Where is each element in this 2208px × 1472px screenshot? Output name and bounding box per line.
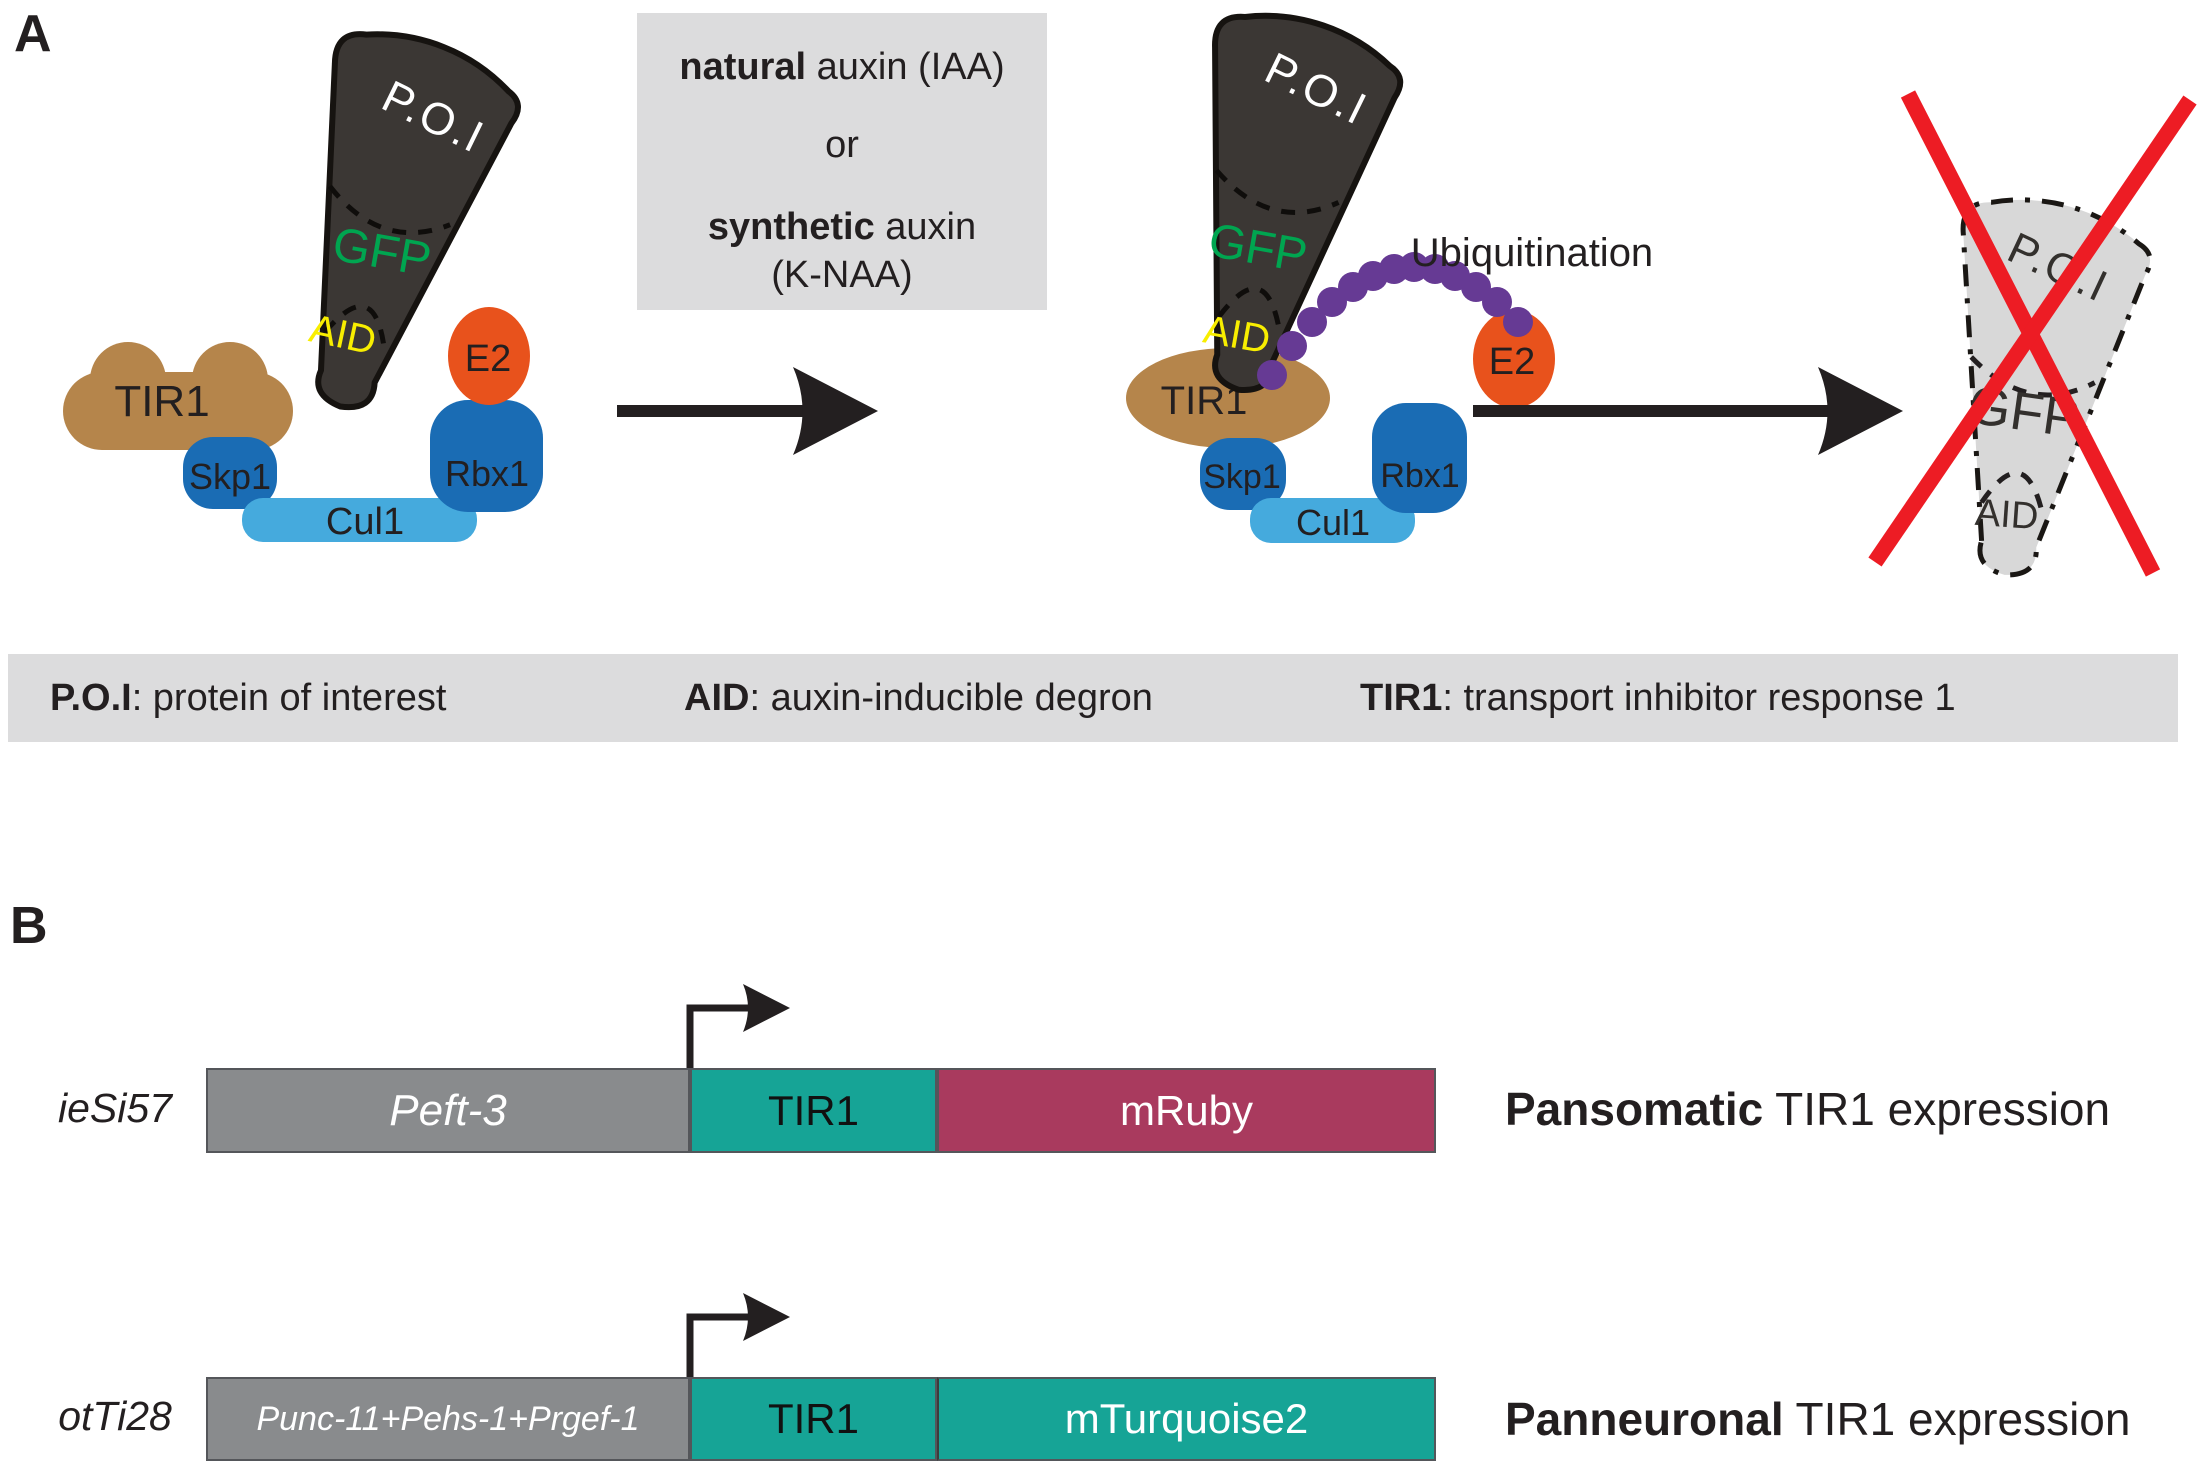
promoter-arrow-icon — [686, 1293, 790, 1377]
e2-enzyme — [448, 307, 530, 405]
rbx1-blob — [430, 400, 543, 512]
aid-boundary-dashed — [1217, 286, 1282, 332]
construct-bar-iesi57: Peft-3 TIR1 mRuby — [206, 1068, 1436, 1153]
tir1-gene-segment: TIR1 — [690, 1377, 937, 1461]
panel-b-label: B — [10, 897, 48, 955]
legend-entry-aid: AID: auxin-inducible degron — [684, 677, 1153, 719]
scf-complex-bound: TIR1 Skp1 Cul1 Rbx1 E2 P.O.I GFP AID — [1126, 3, 1653, 543]
expression-desc-panneuronal: Panneuronal TIR1 expression — [1505, 1393, 2131, 1445]
poi-cone — [248, 19, 529, 431]
degraded-protein: P.O.I GFP AID — [1868, 90, 2197, 590]
e2-enzyme — [1473, 310, 1555, 408]
cul1-bar — [1250, 498, 1415, 543]
reporter-segment: mRuby — [937, 1068, 1436, 1153]
promoter-segment: Peft-3 — [206, 1068, 690, 1153]
rbx1-blob — [1372, 403, 1467, 513]
cul1-bar — [242, 498, 477, 542]
skp1-blob — [183, 437, 277, 509]
tir1-blob — [63, 342, 293, 450]
construct-bar-otti28: Punc-11+Pehs-1+Prgef-1 TIR1 mTurquoise2 — [206, 1377, 1436, 1461]
aid-boundary-dashed — [323, 303, 387, 351]
legend-entry-poi: P.O.I: protein of interest — [50, 677, 447, 719]
auxin-line-natural: natural auxin (IAA) — [679, 46, 1005, 88]
ubiquitination-label: Ubiquitination — [1411, 231, 1653, 275]
legend-entry-tir1: TIR1: transport inhibitor response 1 — [1360, 677, 1956, 719]
scf-complex-unbound: TIR1 Skp1 Cul1 Rbx1 E2 P.O.I GFP AID — [63, 19, 543, 543]
rbx1-label: Rbx1 — [445, 453, 529, 494]
tir1-label: TIR1 — [114, 377, 209, 426]
poi-cone — [1145, 3, 1409, 410]
auxin-treatment-box: natural auxin (IAA) or synthetic auxin (… — [637, 13, 1047, 310]
abbreviation-legend: P.O.I: protein of interest AID: auxin-in… — [8, 654, 2178, 742]
ubiquitin-chain — [1257, 252, 1533, 390]
promoter-segment: Punc-11+Pehs-1+Prgef-1 — [206, 1377, 690, 1461]
reaction-arrow-1 — [617, 367, 878, 455]
panel-a-diagram: TIR1 Skp1 Cul1 Rbx1 E2 P.O.I GFP AID — [63, 0, 2197, 660]
cul1-label: Cul1 — [326, 501, 404, 543]
skp1-label: Skp1 — [189, 456, 271, 497]
reporter-segment: mTurquoise2 — [937, 1377, 1436, 1461]
skp1-blob — [1200, 438, 1286, 510]
panel-a-label: A — [14, 5, 52, 63]
expression-desc-pansomatic: Pansomatic TIR1 expression — [1505, 1083, 2111, 1135]
auxin-line-synthetic: synthetic auxin — [707, 206, 977, 248]
auxin-line-or: or — [825, 124, 859, 166]
e2-label: E2 — [1489, 341, 1535, 383]
red-cross-icon — [1868, 90, 2197, 577]
e2-label: E2 — [465, 338, 511, 380]
skp1-label: Skp1 — [1203, 458, 1281, 496]
cul1-label: Cul1 — [1296, 502, 1370, 543]
rbx1-label: Rbx1 — [1380, 457, 1459, 495]
aid-boundary-dashed — [1979, 470, 2045, 515]
reaction-arrow-2 — [1473, 367, 1903, 455]
allele-label-otti28: otTi28 — [58, 1393, 172, 1439]
allele-label-iesi57: ieSi57 — [58, 1085, 172, 1131]
tir1-gene-segment: TIR1 — [690, 1068, 937, 1153]
aid-label: AID — [1974, 492, 2040, 538]
promoter-arrow-icon — [686, 984, 790, 1068]
auxin-line-knaa: (K-NAA) — [771, 254, 913, 296]
